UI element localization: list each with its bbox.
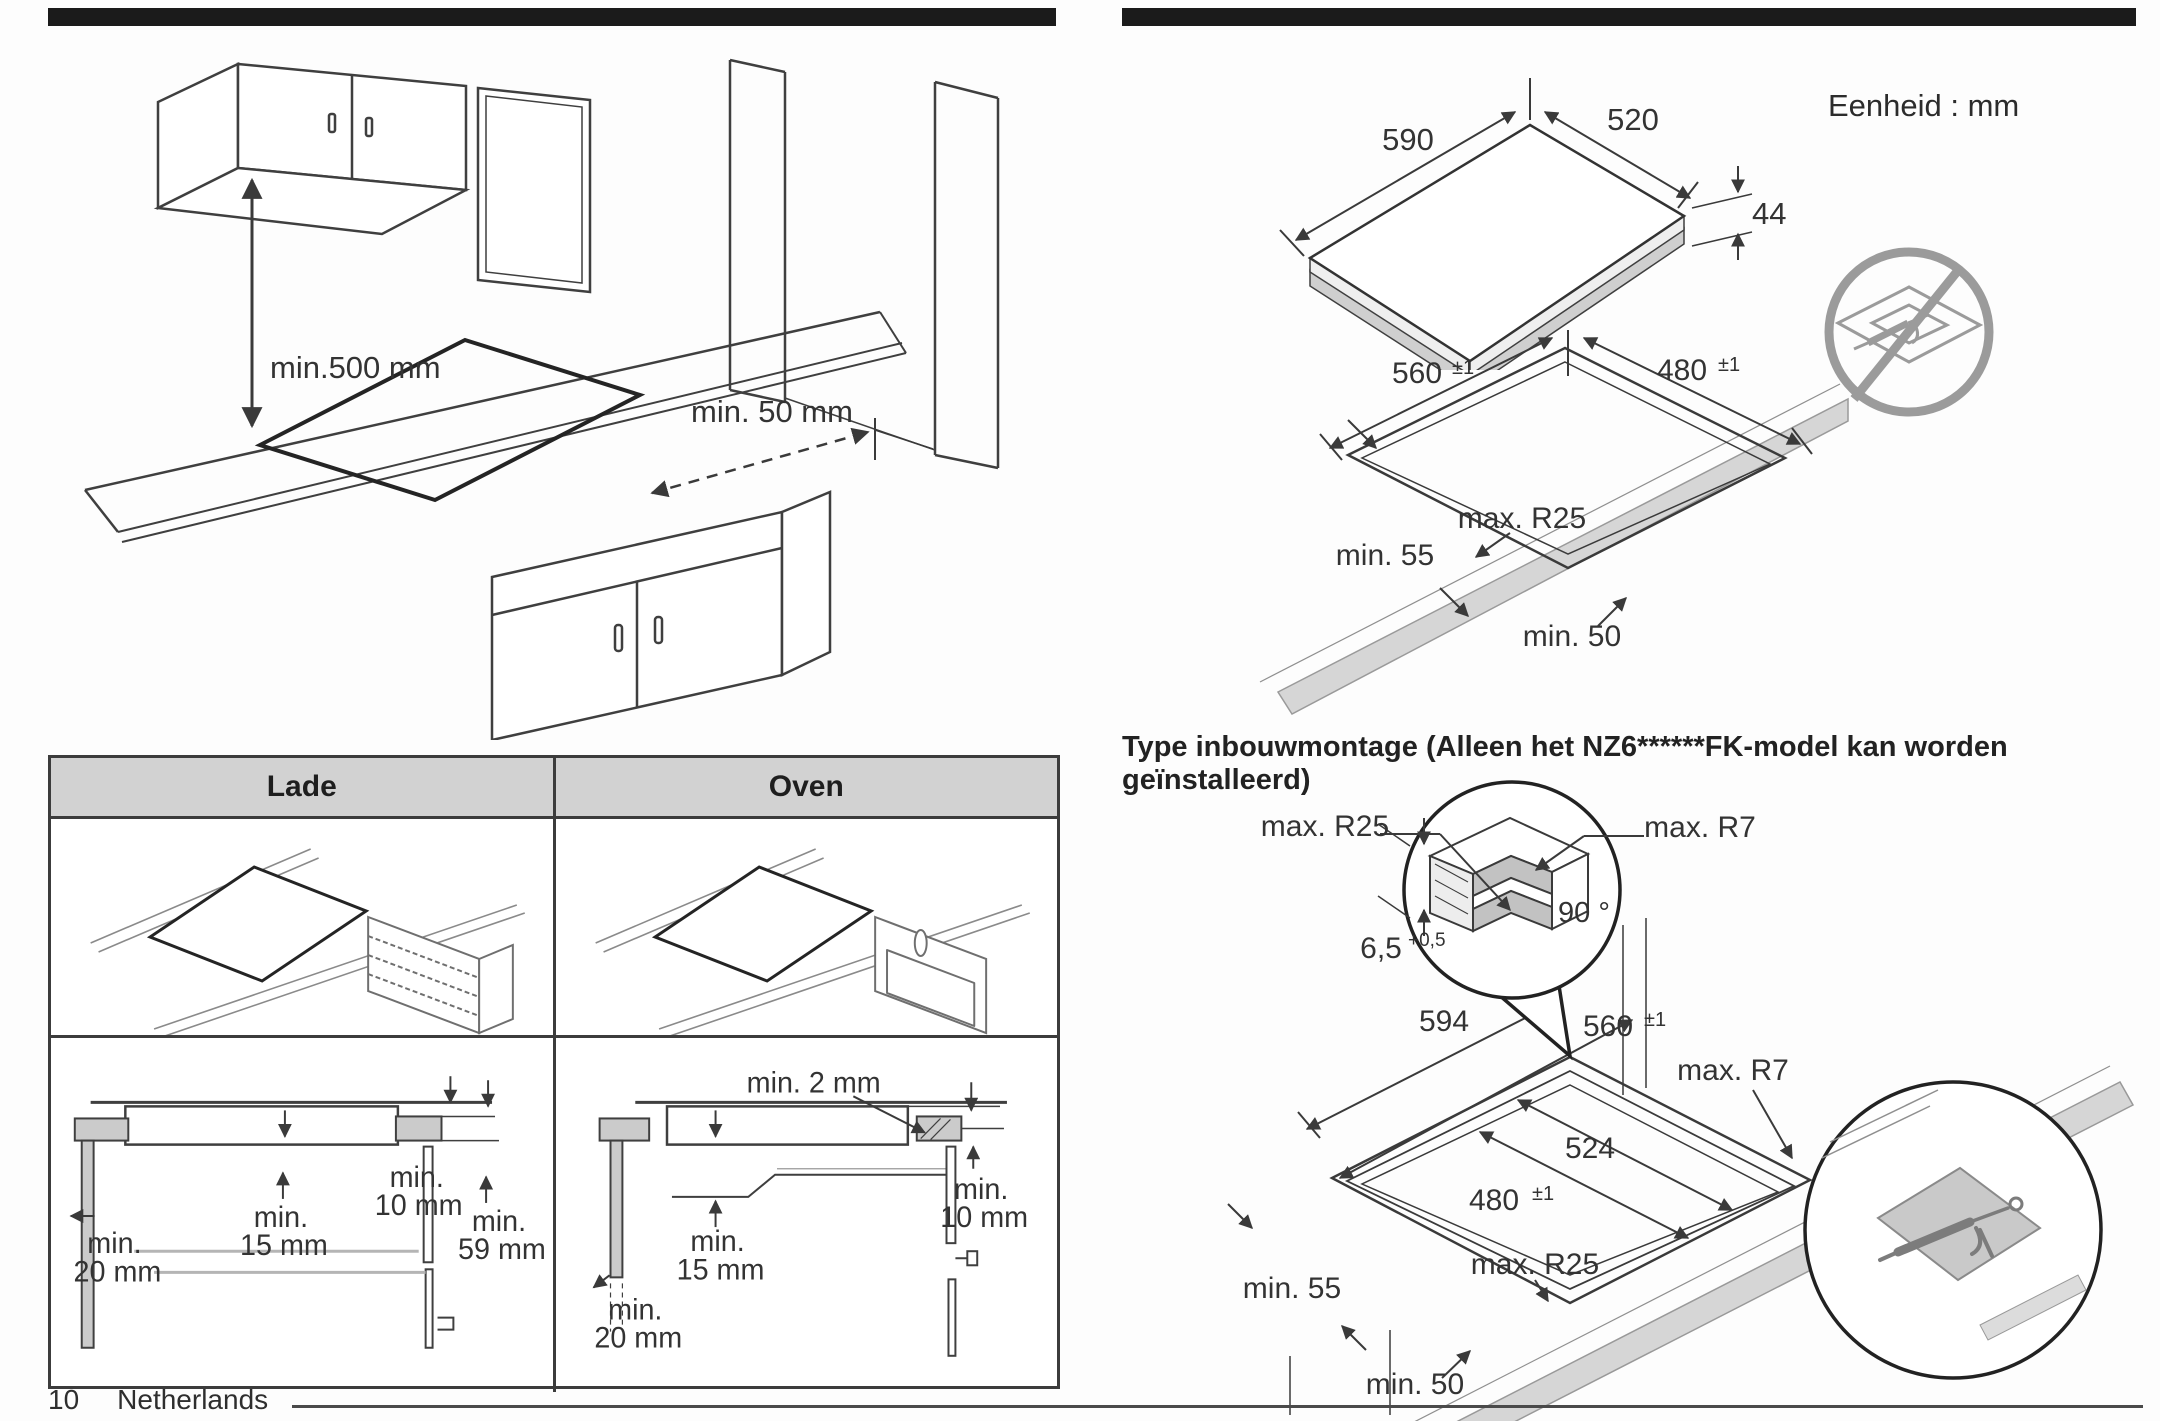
flush-inner-width-label: 560 <box>1583 1010 1633 1043</box>
hob-dimension-diagram: 590 520 44 <box>1279 78 1786 370</box>
flush-angle-label: 90 ° <box>1558 897 1610 929</box>
footer-page-number: 10 <box>48 1384 80 1415</box>
installation-table: Lade Oven <box>48 755 1060 1392</box>
table-header-lade: Lade <box>51 758 556 816</box>
oven-seal-gap-label: min. 2 mm <box>746 1067 880 1099</box>
lade-gap59-line2: 59 mm <box>458 1234 546 1266</box>
hob-depth-label: 520 <box>1607 102 1659 137</box>
flush-step-depth-label: 6,5 <box>1360 932 1402 965</box>
cutout-depth-tol: ±1 <box>1718 354 1740 376</box>
flush-r7-label: max. R7 <box>1677 1054 1789 1087</box>
oven-gap10-line2: 10 mm <box>940 1202 1028 1234</box>
footer-rule <box>292 1405 2143 1408</box>
oven-gap15-line1: min. <box>690 1226 744 1258</box>
table-row-sections: min. 10 mm min. 15 mm min. 59 mm min. 20… <box>51 1035 1057 1392</box>
table-row-isometric <box>51 819 1057 1035</box>
worktop-art <box>84 310 907 543</box>
flush-mount-title: Type inbouwmontage (Alleen het NZ6******… <box>1122 731 2008 796</box>
lade-gap20-line1: min. <box>87 1228 141 1260</box>
lade-gap20-line2: 20 mm <box>74 1256 162 1288</box>
base-cabinet-art <box>490 490 832 740</box>
oven-gap20-line1: min. <box>608 1294 662 1326</box>
flush-outer-depth-label: 524 <box>1565 1132 1615 1165</box>
no-sealant-icon <box>1824 247 1994 417</box>
worktop-cutout-diagram: 560 ±1 480 ±1 max. R25 min. 55 min. 50 <box>1259 330 1849 715</box>
wall-cabinets-art <box>153 58 1000 470</box>
oven-isometric-cell <box>556 819 1058 1035</box>
flush-rear-label: min. 55 <box>1243 1272 1341 1305</box>
min-height-dimension: min.500 mm <box>241 177 441 429</box>
clearance-diagram: min.500 mm min. 50 mm <box>84 58 1000 740</box>
flush-dimension-lines <box>1227 918 1793 1415</box>
flush-inner-depth-label: 480 <box>1469 1184 1519 1217</box>
lade-section-cell: min. 10 mm min. 15 mm min. 59 mm min. 20… <box>51 1038 556 1392</box>
min-side-label: min. 50 mm <box>691 394 853 429</box>
flush-outer-width-label: 594 <box>1419 1005 1469 1038</box>
flush-inner-depth-tol: ±1 <box>1532 1183 1554 1205</box>
lade-section-art: min. 10 mm min. 15 mm min. 59 mm min. 20… <box>69 1076 546 1349</box>
footer-region: Netherlands <box>117 1384 269 1415</box>
table-header-row: Lade Oven <box>51 758 1057 819</box>
cutout-depth-label: 480 <box>1657 354 1707 387</box>
oven-gap10-line1: min. <box>954 1174 1008 1206</box>
table-header-oven: Oven <box>768 770 844 803</box>
min-side-dimension: min. 50 mm <box>650 394 934 498</box>
lade-gap10-line2: 10 mm <box>375 1190 463 1222</box>
oven-section-cell: min. 2 mm min. 15 mm min. 20 mm min. 10 … <box>556 1038 1058 1392</box>
flush-r25-label: max. R25 <box>1471 1248 1599 1281</box>
lade-gap59-line1: min. <box>472 1206 526 1238</box>
hob-height-label: 44 <box>1752 196 1786 231</box>
cutout-radius-label: max. R25 <box>1458 502 1586 535</box>
header-rule-right <box>1122 8 2136 26</box>
lade-isometric-art <box>90 848 526 1035</box>
cutout-front-label: min. 50 <box>1523 620 1621 653</box>
sealant-gun-icon <box>1803 1080 2103 1380</box>
flush-mount-diagram: 90 ° max. R25 max. R7 6,5 +0,5 594 <box>1227 780 2135 1421</box>
worktop-edge-band <box>1276 397 1849 715</box>
oven-gap15-line2: 15 mm <box>676 1254 764 1286</box>
flush-detail-inset: 90 ° <box>1377 780 1644 1061</box>
unit-note: Eenheid : mm <box>1828 88 2020 123</box>
cutout-dimension-lines <box>1319 337 1813 627</box>
hob-dimension-lines <box>1279 78 1753 260</box>
flush-front-label: min. 50 <box>1366 1368 1464 1401</box>
oven-gap20-line2: 20 mm <box>594 1323 682 1355</box>
flush-step-tol: +0,5 <box>1408 930 1446 951</box>
lade-gap15-line2: 15 mm <box>240 1230 328 1262</box>
lade-isometric-cell <box>51 819 556 1035</box>
lade-gap10-line1: min. <box>390 1162 444 1194</box>
min-height-label: min.500 mm <box>270 350 441 385</box>
hob-width-label: 590 <box>1382 122 1434 157</box>
cutout-rear-label: min. 55 <box>1336 539 1434 572</box>
flush-detail-r25-label: max. R25 <box>1261 810 1389 843</box>
lade-gap15-line1: min. <box>254 1202 308 1234</box>
oven-section-art: min. 2 mm min. 15 mm min. 20 mm min. 10 … <box>592 1067 1028 1357</box>
cutout-width-label: 560 <box>1392 357 1442 390</box>
flush-detail-r7-label: max. R7 <box>1644 811 1756 844</box>
flush-inner-width-tol: ±1 <box>1644 1009 1666 1031</box>
cutout-width-tol: ±1 <box>1452 357 1474 379</box>
page-footer: 10 Netherlands <box>48 1384 268 1416</box>
oven-isometric-art <box>594 848 1030 1035</box>
header-rule-left <box>48 8 1056 26</box>
